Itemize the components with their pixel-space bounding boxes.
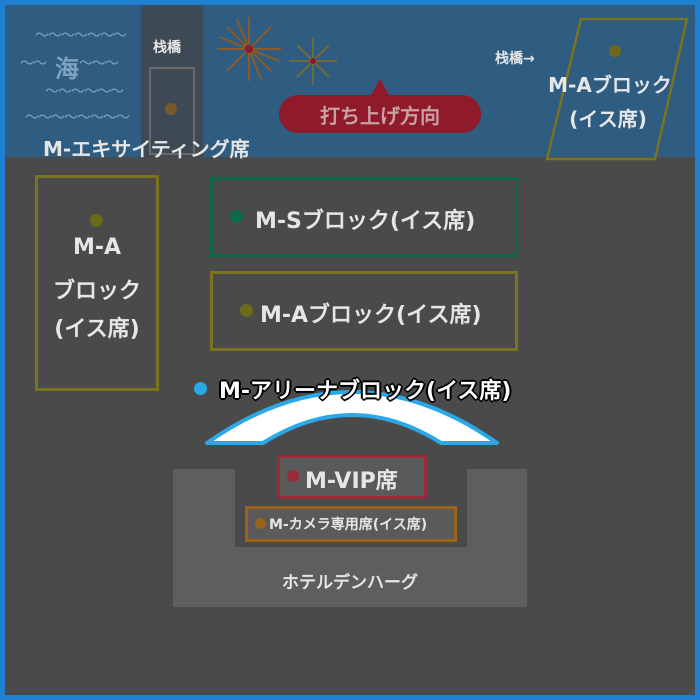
s-block-label: M-Sブロック(イス席)	[255, 209, 476, 234]
a-block-top-right-sublabel: (イス席)	[569, 107, 647, 131]
s-block-dot	[230, 210, 243, 223]
a-block-top-right-shape	[545, 17, 689, 161]
arena-block-dot	[194, 382, 207, 395]
launch-direction-arrow	[279, 79, 481, 133]
a-block-left-label-3: (イス席)	[54, 317, 140, 342]
sea-label: 海	[55, 55, 79, 83]
fireworks-icon	[217, 17, 337, 85]
pier-arrow-label: 栈橋→	[495, 51, 535, 67]
pier-seat-dot	[165, 103, 177, 115]
arena-block-shape	[205, 390, 499, 445]
vip-block	[277, 455, 427, 499]
wave-icon: 〜〜 〜〜〜	[20, 56, 119, 72]
wave-icon: 〜〜〜〜〜〜〜	[35, 28, 127, 44]
a-block-left	[35, 175, 159, 391]
camera-block-dot	[255, 518, 266, 529]
arena-block-label: M-アリーナブロック(イス席)	[219, 379, 512, 404]
a-block-top-right-label: M-Aブロック	[548, 73, 672, 97]
a-block-top-right-dot	[609, 45, 621, 57]
hotel-label: ホテルデンハーグ	[282, 573, 418, 593]
a-block-left-dot	[90, 214, 103, 227]
wave-icon: 〜〜〜〜〜〜	[45, 84, 124, 100]
pier-label: 栈橋	[153, 40, 181, 56]
wave-icon: 〜〜〜〜〜〜〜〜	[25, 110, 130, 126]
pier-seat-box	[149, 67, 195, 155]
a-block-left-label: M-A	[72, 235, 122, 260]
camera-block	[245, 506, 457, 542]
vip-block-dot	[287, 470, 299, 482]
a-block-left-label-2: ブロック	[52, 279, 141, 304]
a-block-center-dot	[240, 304, 253, 317]
a-block-center	[210, 271, 518, 351]
pier	[141, 5, 203, 157]
vip-block-label: M-VIP席	[305, 469, 398, 494]
exciting-seat-label: M-エキサイティング席	[43, 137, 250, 161]
camera-block-label: M-カメラ専用席(イス席)	[269, 517, 428, 533]
launch-direction-label: 打ち上げ方向	[320, 104, 440, 128]
s-block	[210, 177, 518, 257]
a-block-center-label: M-Aブロック(イス席)	[260, 303, 482, 328]
